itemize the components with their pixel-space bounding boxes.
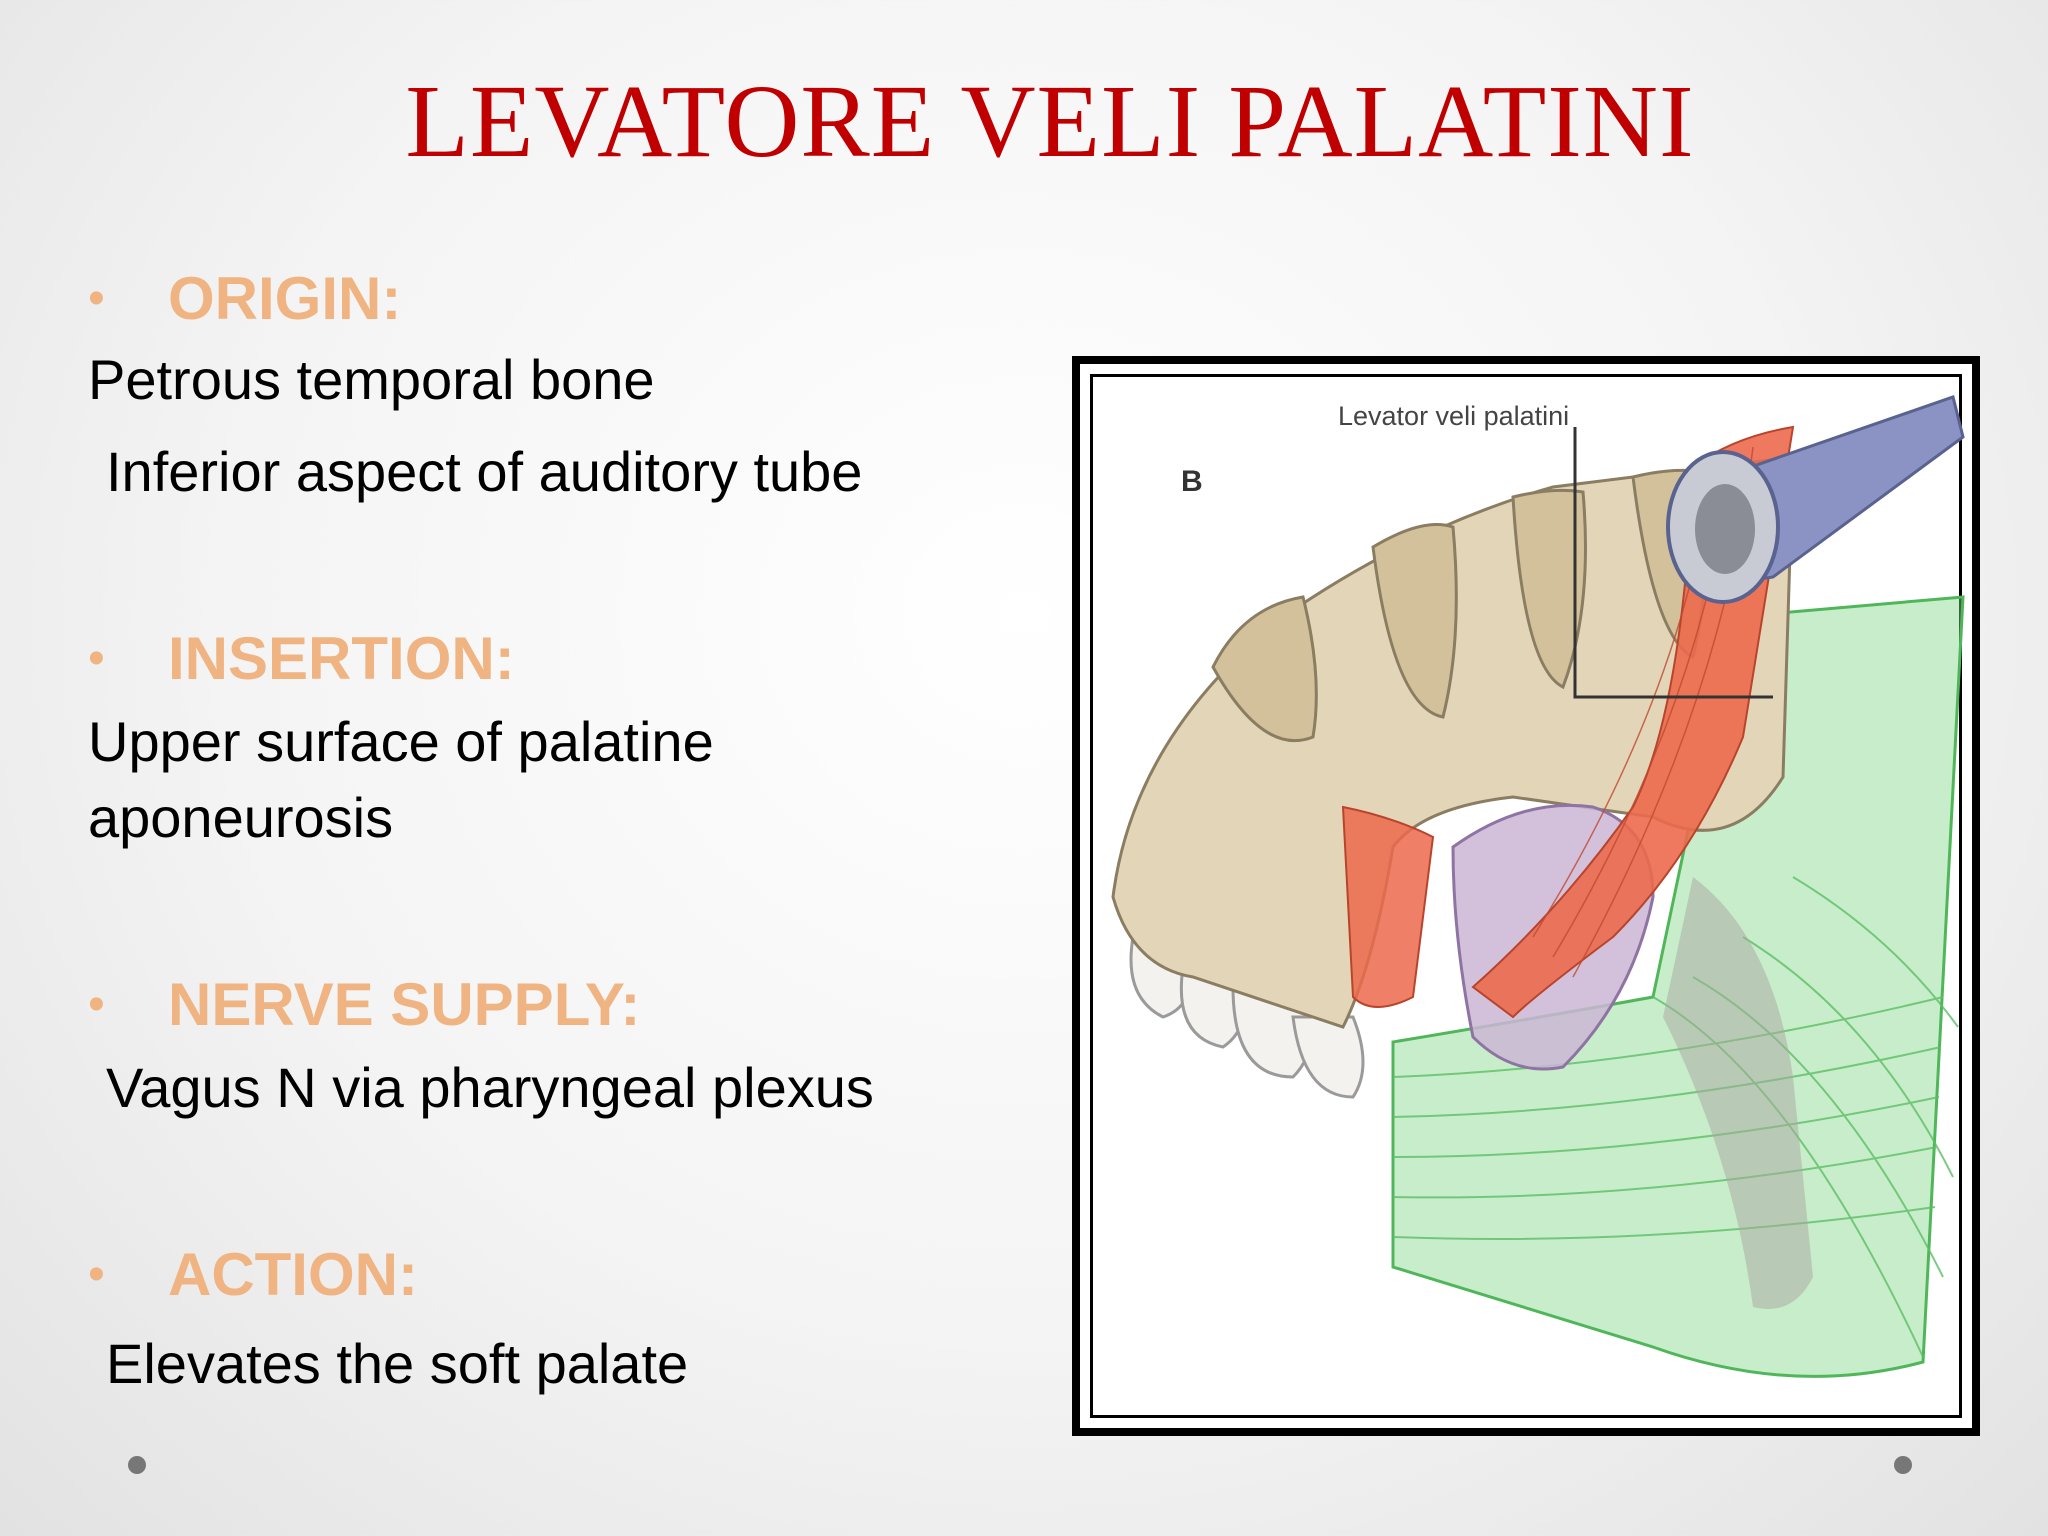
section-origin: • ORIGIN: Petrous temporal bone Inferior… [88,262,862,510]
section-heading: • ACTION: [88,1238,688,1310]
figure-label: Levator veli palatini [1338,401,1570,431]
bullet-icon: • [88,271,105,325]
section-action: • ACTION: Elevates the soft palate [88,1238,688,1402]
bullet-icon: • [88,1247,105,1301]
pharynx-shadow [1663,877,1813,1309]
section-heading: • INSERTION: [88,622,714,694]
anatomy-figure: B Levator veli palatini [1090,374,1965,1418]
insertion-line-2: aponeurosis [88,786,394,849]
label-leader-line [1573,427,1773,699]
origin-line-2: Inferior aspect of auditory tube [106,440,863,503]
heading-action: ACTION: [168,1240,418,1308]
nerve-supply-line-1: Vagus N via pharyngeal plexus [106,1056,874,1119]
heading-nerve-supply: NERVE SUPPLY: [168,970,641,1038]
bullet-icon: • [88,631,105,685]
section-nerve-supply: • NERVE SUPPLY: Vagus N via pharyngeal p… [88,968,874,1126]
action-line-1: Elevates the soft palate [106,1332,689,1395]
tensor-veli-palatini [1341,805,1435,1008]
section-heading: • NERVE SUPPLY: [88,968,874,1040]
figure-panel-letter: B [1181,465,1203,498]
heading-insertion: INSERTION: [168,624,515,692]
decorative-dot-right [1894,1456,1912,1474]
slide-title: LEVATORE VELI PALATINI [405,64,1695,179]
anatomy-figure-frame: B Levator veli palatini [1072,356,1980,1436]
origin-line-1: Petrous temporal bone [88,348,655,411]
decorative-dot-left [128,1456,146,1474]
bullet-icon: • [88,977,105,1031]
anatomy-illustration [1111,395,1965,1378]
insertion-line-1: Upper surface of palatine [88,710,714,773]
heading-origin: ORIGIN: [168,264,402,332]
section-insertion: • INSERTION: Upper surface of palatine a… [88,622,714,856]
section-heading: • ORIGIN: [88,262,862,334]
